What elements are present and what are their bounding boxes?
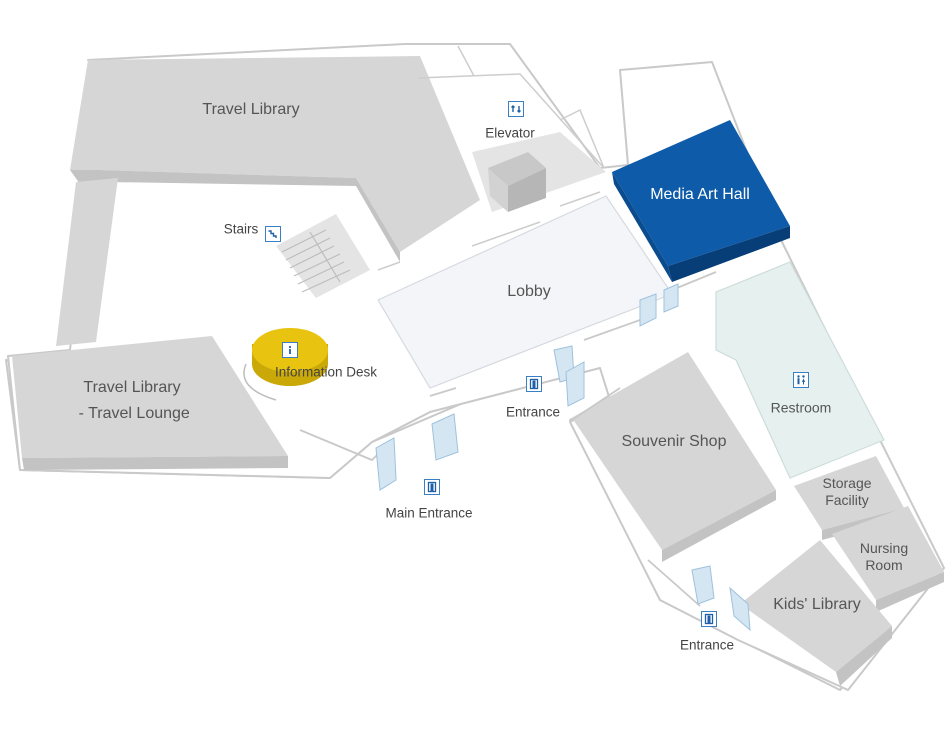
kids-library-room[interactable] (740, 540, 892, 686)
corridor-walls (299, 271, 717, 607)
information-desk-label: Information Desk (274, 364, 378, 380)
stairs-label: Stairs (223, 221, 259, 237)
souvenir-shop-label: Souvenir Shop (621, 433, 727, 450)
door-icon[interactable] (526, 376, 542, 392)
lobby-label: Lobby (507, 283, 551, 300)
storage-facility-label: Storage Facility (822, 475, 872, 508)
door-icon[interactable] (701, 611, 717, 627)
kids-library-label: Kids' Library (773, 596, 861, 613)
upper-service-outline (377, 45, 605, 271)
elevator-label: Elevator (485, 125, 535, 141)
glass-doors (375, 283, 751, 632)
nursing-room[interactable] (832, 506, 944, 612)
stairs-block (276, 214, 370, 298)
information-icon[interactable] (282, 342, 298, 358)
restroom-icon[interactable] (793, 372, 809, 388)
elevator-shaft (472, 132, 606, 212)
travel-library-room[interactable] (70, 56, 480, 262)
door-icon[interactable] (424, 479, 440, 495)
media-art-hall-room[interactable] (612, 120, 790, 282)
media-art-hall-label: Media Art Hall (650, 186, 750, 203)
elevator-icon[interactable] (508, 101, 524, 117)
restroom-room[interactable] (715, 261, 885, 479)
travel-lounge-room[interactable] (12, 336, 288, 470)
travel-library-label: Travel Library (202, 101, 300, 118)
restroom-label: Restroom (770, 399, 832, 416)
souvenir-shop-room[interactable] (572, 352, 776, 562)
stairs-icon[interactable] (265, 226, 281, 242)
west-corridor (56, 178, 118, 346)
nursing-room-label: Nursing Room (859, 540, 909, 573)
main-entrance-label: Main Entrance (385, 505, 473, 521)
entrance-bottom-label: Entrance (679, 637, 735, 653)
entrance-center-label: Entrance (505, 404, 561, 420)
travel-lounge-label: Travel Library - Travel Lounge (78, 379, 190, 422)
